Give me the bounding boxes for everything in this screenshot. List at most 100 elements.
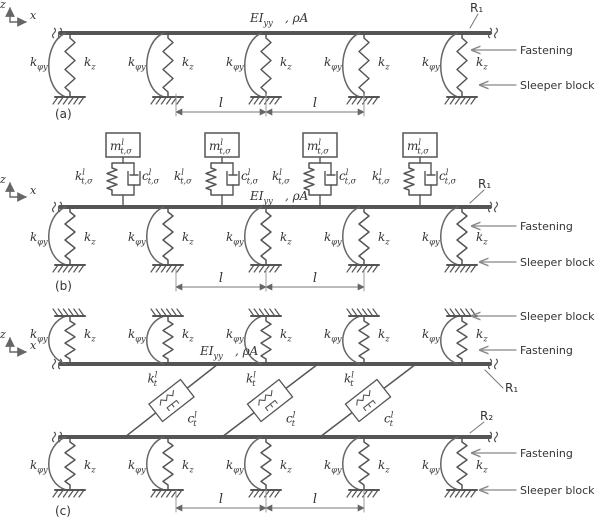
- hatch-tick: [470, 264, 477, 273]
- ground-hatch: [346, 264, 380, 273]
- rotational-spring: [146, 32, 165, 98]
- hatch-tick: [160, 308, 167, 317]
- lumped-mass: [402, 132, 438, 158]
- break-right: [493, 431, 499, 443]
- hatch-tick: [362, 308, 369, 317]
- kz-label: kz: [476, 458, 488, 475]
- hatch-tick: [78, 264, 85, 273]
- hatch-tick: [52, 489, 59, 498]
- support: [244, 436, 282, 498]
- hatch-tick: [367, 96, 374, 105]
- hatch-tick: [356, 96, 363, 105]
- support: [48, 308, 86, 365]
- z-axis-label: z: [0, 173, 6, 186]
- kphi-label: kφy: [324, 327, 342, 344]
- hatch-tick: [73, 264, 80, 273]
- break-right: [493, 27, 499, 39]
- annotation-text: Sleeper block: [520, 256, 595, 269]
- rail-label-top: R₁: [505, 381, 518, 395]
- span-label: l: [313, 271, 317, 286]
- rotational-spring: [440, 32, 459, 98]
- spring: [260, 33, 272, 97]
- support: [48, 32, 86, 105]
- damper: [226, 162, 240, 196]
- kphi-label: kφy: [30, 230, 48, 247]
- support: [146, 308, 184, 365]
- kphi-label: kφy: [226, 458, 244, 475]
- span-label: l: [313, 96, 317, 111]
- hatch-tick: [52, 96, 59, 105]
- hatch-tick: [258, 96, 265, 105]
- beam-stiffness-label: EIyy: [199, 344, 223, 361]
- rotational-spring: [342, 315, 361, 365]
- kz-label: kz: [378, 327, 390, 344]
- hatch-tick: [166, 489, 173, 498]
- lumped-mass: [105, 132, 141, 158]
- annotation-text: Fastening: [520, 220, 573, 233]
- ground-hatch: [150, 308, 184, 317]
- kphi-label: kφy: [30, 327, 48, 344]
- annotation: Sleeper block: [472, 310, 595, 323]
- hatch-tick: [150, 96, 157, 105]
- hatch-tick: [465, 96, 472, 105]
- support: [146, 206, 184, 273]
- kz-label: kz: [182, 458, 194, 475]
- rotational-spring: [146, 436, 165, 491]
- annotation: Sleeper block: [480, 484, 595, 497]
- hatch-tick: [155, 264, 162, 273]
- hatch-tick: [449, 489, 456, 498]
- hatch-tick: [449, 264, 456, 273]
- hatch-tick: [166, 308, 173, 317]
- annotation: Fastening: [472, 44, 573, 57]
- rail-label: R₁: [470, 1, 483, 15]
- ground-hatch: [248, 308, 282, 317]
- rotational-spring: [48, 436, 67, 491]
- span-dimension: l: [175, 489, 267, 513]
- hatch-tick: [362, 264, 369, 273]
- kz-label: kz: [84, 327, 96, 344]
- spring: [64, 437, 76, 490]
- kz-label: kz: [476, 230, 488, 247]
- support: [244, 32, 282, 105]
- hatch-tick: [454, 264, 461, 273]
- coordinate-axes: zx: [0, 328, 37, 357]
- rotational-spring: [440, 315, 459, 365]
- rotational-spring: [48, 315, 67, 365]
- hatch-tick: [78, 96, 85, 105]
- hatch-tick: [155, 96, 162, 105]
- annotation: Fastening: [472, 447, 573, 460]
- hatch-tick: [253, 264, 260, 273]
- rail-break: [487, 431, 499, 443]
- rail-leader-bottom: [469, 421, 485, 434]
- hatch-tick: [346, 308, 353, 317]
- hatch-tick: [367, 489, 374, 498]
- hatch-tick: [67, 489, 75, 498]
- annotation-text: Sleeper block: [520, 484, 595, 497]
- rotational-spring: [146, 206, 165, 266]
- hatch-tick: [73, 489, 80, 498]
- hatch-tick: [155, 489, 162, 498]
- spring: [162, 316, 174, 364]
- spring: [403, 163, 415, 195]
- kphi-label: kφy: [128, 458, 146, 475]
- hatch-tick: [367, 264, 374, 273]
- span-dimension: l: [265, 489, 365, 513]
- hatch-tick: [444, 264, 451, 273]
- kphi-label: kφy: [128, 55, 146, 72]
- hatch-tick: [444, 308, 451, 317]
- ground-hatch: [248, 96, 282, 105]
- hatch-tick: [460, 264, 467, 273]
- rail-break: [487, 27, 499, 39]
- panel-a-tag: (a): [55, 107, 72, 121]
- ground-hatch: [150, 96, 184, 105]
- spring: [456, 33, 468, 97]
- hatch-tick: [57, 264, 64, 273]
- hatch-tick: [454, 96, 461, 105]
